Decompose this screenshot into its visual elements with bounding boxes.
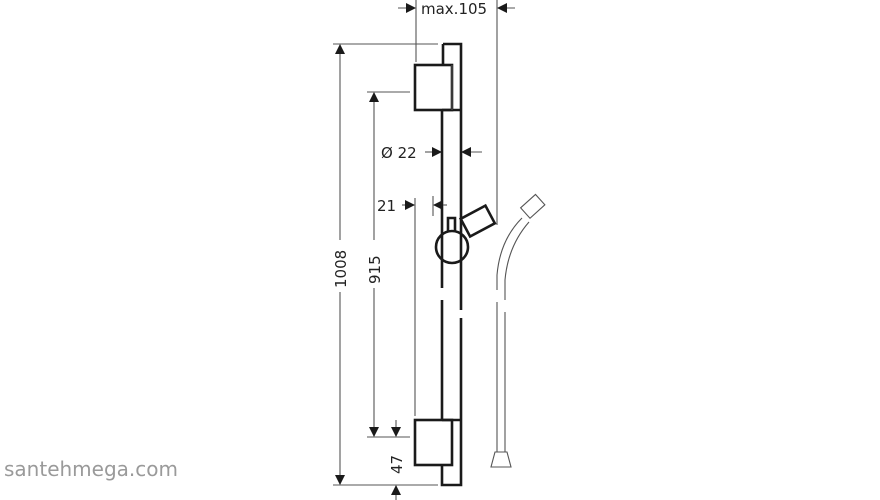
label-offset: 21 — [377, 197, 396, 215]
dimension-total-height: 1008 — [332, 43, 438, 486]
label-diameter: Ø 22 — [381, 144, 417, 162]
label-total-height: 1008 — [332, 250, 350, 288]
dimension-bracket-spacing: 915 — [366, 91, 410, 438]
dimension-diameter: Ø 22 — [381, 144, 482, 162]
bottom-bracket — [413, 418, 454, 467]
watermark: santehmega.com — [4, 457, 178, 481]
label-bracket-spacing: 915 — [366, 255, 384, 284]
slider — [434, 203, 497, 265]
shower-hose — [490, 193, 546, 468]
label-max-projection: max.105 — [421, 0, 487, 18]
top-bracket — [413, 63, 454, 112]
dimension-max-projection: max.105 — [398, 0, 515, 225]
dimension-offset: 21 — [377, 196, 447, 416]
dimension-bottom-offset: 47 — [388, 420, 406, 500]
label-bottom-offset: 47 — [388, 455, 406, 474]
